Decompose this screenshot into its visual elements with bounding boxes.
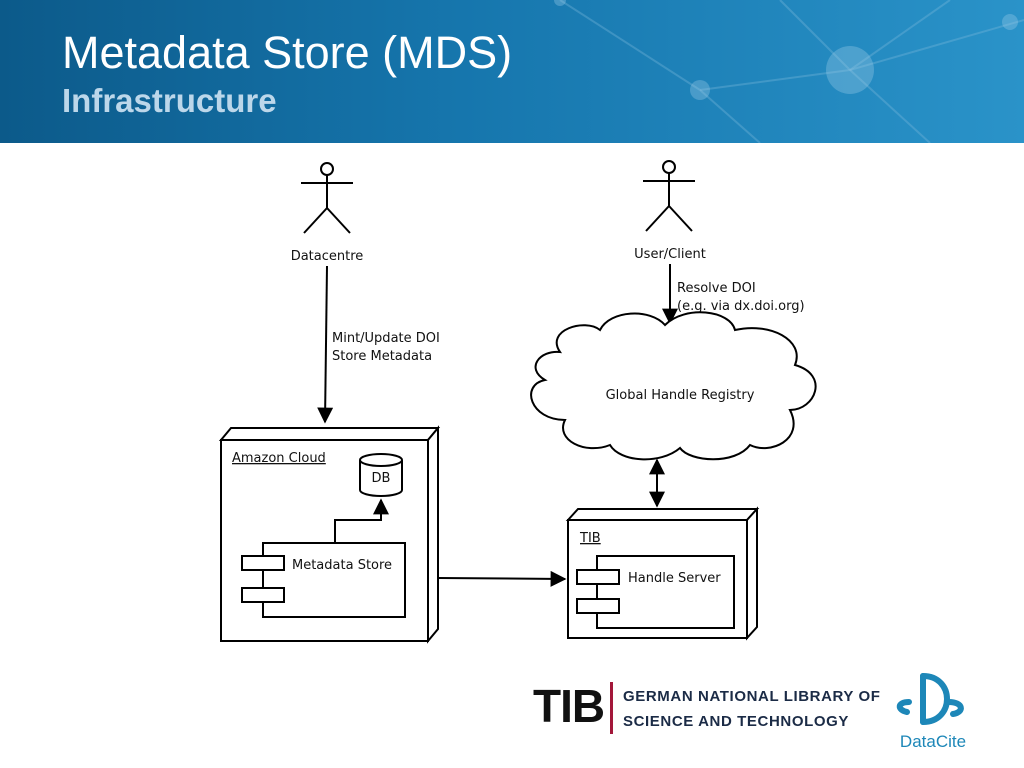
mint-arrow: [317, 265, 334, 424]
metadata-store-label: Metadata Store: [292, 558, 392, 573]
datacite-emblem-icon: [896, 673, 964, 725]
tib-logo-line2: SCIENCE AND TECHNOLOGY: [623, 713, 849, 730]
datacentre-actor-icon: [301, 162, 353, 234]
handle-server-label: Handle Server: [628, 571, 721, 586]
database-label: DB: [372, 471, 391, 486]
tib-node-label: TIB: [579, 531, 601, 546]
header-banner: Metadata Store (MDS) Infrastructure: [0, 0, 1024, 143]
mint-label-line2: Store Metadata: [332, 349, 432, 364]
handle-server-component: [576, 555, 735, 629]
page-title: Metadata Store (MDS): [62, 27, 513, 78]
page-subtitle: Infrastructure: [62, 82, 277, 119]
global-handle-registry-label: Global Handle Registry: [606, 388, 755, 403]
tib-logo-wordmark: TIB: [533, 680, 605, 732]
network-pattern-decoration: [554, 0, 1024, 143]
datacentre-label: Datacentre: [291, 249, 364, 264]
amazon-cloud-label: Amazon Cloud: [232, 451, 326, 466]
datacite-label: DataCite: [899, 732, 967, 751]
datacite-logo: DataCite: [893, 668, 973, 758]
tib-logo-line1: GERMAN NATIONAL LIBRARY OF: [623, 688, 881, 705]
resolve-label-line2: (e.g. via dx.doi.org): [677, 299, 805, 314]
resolve-label-line1: Resolve DOI: [677, 281, 756, 296]
store-db-connector: [334, 498, 389, 543]
tib-logo-divider: [610, 682, 613, 734]
metadata-store-component: [241, 542, 406, 618]
infrastructure-diagram: Datacentre User/Client Mint/Update DOI S…: [218, 160, 817, 644]
global-handle-registry-cloud: [530, 311, 817, 461]
store-handle-arrow: [437, 570, 567, 587]
database-icon: [359, 453, 403, 497]
user-client-label: User/Client: [634, 247, 706, 262]
mint-label-line1: Mint/Update DOI: [332, 331, 440, 346]
user-actor-icon: [643, 160, 695, 232]
